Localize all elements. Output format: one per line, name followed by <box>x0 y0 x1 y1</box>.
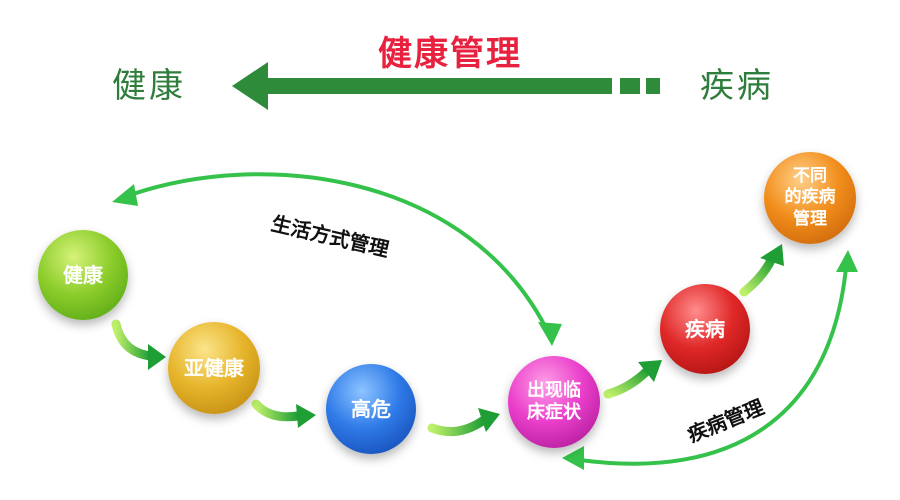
node-subhealth: 亚健康 <box>168 322 260 414</box>
node-diff-line-1: 不同 <box>793 166 827 187</box>
step-arrow-subhealth-highrisk <box>251 399 316 428</box>
step-arrow-symptom-disease <box>603 360 662 399</box>
node-high-risk-label: 高危 <box>351 396 391 421</box>
lifestyle-arc-arrow <box>112 172 562 346</box>
node-high-risk: 高危 <box>326 364 416 454</box>
node-clinical-symptoms-text: 出现临 床症状 <box>527 380 581 425</box>
node-symptom-line-1: 出现临 <box>527 379 581 401</box>
direction-label-disease: 疾病 <box>700 66 774 106</box>
node-health: 健康 <box>38 230 128 320</box>
step-arrow-health-subhealth <box>111 319 166 370</box>
node-health-label: 健康 <box>63 262 103 287</box>
direction-label-health: 健康 <box>112 66 186 106</box>
big-direction-arrow <box>232 62 660 110</box>
node-symptom-line-2: 床症状 <box>527 402 581 423</box>
node-disease-label: 疾病 <box>685 316 725 341</box>
node-subhealth-label: 亚健康 <box>184 355 244 380</box>
node-disease: 疾病 <box>660 284 750 374</box>
step-arrow-highrisk-symptom <box>427 408 500 437</box>
step-arrow-disease-diffmgmt <box>739 244 784 297</box>
disease-mgmt-arc-arrow <box>562 250 858 470</box>
diagram-title: 健康管理 <box>378 34 522 74</box>
node-different-disease-text: 不同 的疾病 管理 <box>785 166 836 230</box>
node-different-disease-management: 不同 的疾病 管理 <box>764 152 856 244</box>
node-clinical-symptoms: 出现临 床症状 <box>508 356 600 448</box>
node-diff-line-2: 的疾病 <box>784 187 836 208</box>
node-diff-line-3: 管理 <box>793 208 827 229</box>
